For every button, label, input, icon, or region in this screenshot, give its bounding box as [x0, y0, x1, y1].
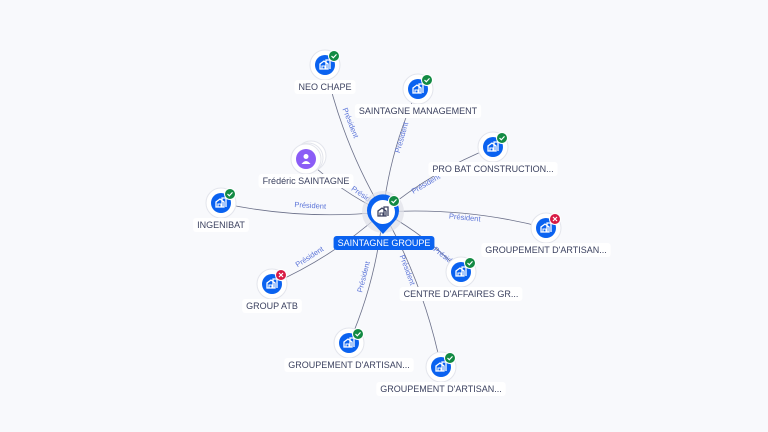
node-label-box[interactable]: INGENIBAT [193, 218, 249, 232]
node-label-box[interactable]: GROUPEMENT D'ARTISAN... [481, 243, 611, 257]
company-node[interactable] [425, 351, 457, 383]
node-label-box[interactable]: SAINTAGNE MANAGEMENT [354, 104, 482, 118]
verified-check-icon [421, 74, 433, 86]
node-label-box[interactable]: GROUPEMENT D'ARTISAN... [284, 358, 414, 372]
building-icon [487, 141, 499, 152]
node-label: SAINTAGNE MANAGEMENT [359, 106, 478, 116]
person-icon [301, 154, 311, 164]
node-label-box[interactable]: CENTRE D'AFFAIRES GR... [399, 287, 523, 301]
node-label-box[interactable]: NEO CHAPE [294, 80, 356, 94]
node-label: PRO BAT CONSTRUCTION... [432, 164, 553, 174]
person-node[interactable] [290, 140, 327, 175]
node-label: NEO CHAPE [298, 82, 351, 92]
company-node[interactable] [445, 256, 477, 288]
verified-check-icon [444, 352, 456, 364]
node-label: GROUPEMENT D'ARTISAN... [380, 384, 501, 394]
verified-check-icon [352, 328, 364, 340]
company-node[interactable] [477, 131, 509, 163]
node-label: GROUPEMENT D'ARTISAN... [288, 360, 409, 370]
edge-label: Président [449, 211, 482, 223]
company-node[interactable] [333, 327, 365, 359]
node-label: SAINTAGNE GROUPE [338, 238, 431, 248]
node-label-box[interactable]: GROUPEMENT D'ARTISAN... [376, 382, 506, 396]
edge-label: Président [393, 120, 411, 154]
node-label: GROUP ATB [246, 301, 298, 311]
verified-check-icon [328, 50, 340, 62]
verified-check-icon [388, 195, 400, 207]
center-node[interactable] [362, 191, 404, 234]
node-label: GROUPEMENT D'ARTISAN... [485, 245, 606, 255]
building-icon [455, 266, 467, 277]
building-icon [435, 361, 447, 372]
node-label-box[interactable]: Frédéric SAINTAGNE [258, 174, 354, 188]
node-label: INGENIBAT [197, 220, 245, 230]
building-icon [343, 337, 355, 348]
node-label-box[interactable]: GROUP ATB [242, 299, 302, 313]
company-node[interactable] [309, 49, 341, 81]
building-icon [215, 197, 227, 208]
company-node[interactable] [530, 212, 562, 244]
building-icon [319, 59, 331, 70]
company-node[interactable] [402, 73, 434, 105]
verified-check-icon [464, 257, 476, 269]
error-x-icon [549, 213, 561, 225]
company-node[interactable] [205, 187, 237, 219]
verified-check-icon [224, 188, 236, 200]
building-icon [377, 206, 389, 217]
verified-check-icon [496, 132, 508, 144]
edge-label: Président [355, 260, 372, 294]
building-icon [540, 222, 552, 233]
node-label-box[interactable]: PRO BAT CONSTRUCTION... [428, 162, 558, 176]
center-node-label[interactable]: SAINTAGNE GROUPE [333, 236, 435, 250]
building-icon [412, 83, 424, 94]
company-node[interactable] [256, 268, 288, 300]
node-label: Frédéric SAINTAGNE [263, 176, 350, 186]
error-x-icon [275, 269, 287, 281]
building-icon [266, 278, 278, 289]
node-label: CENTRE D'AFFAIRES GR... [404, 289, 519, 299]
edge-label: Président [294, 200, 327, 211]
edge-label: Président [398, 254, 418, 288]
